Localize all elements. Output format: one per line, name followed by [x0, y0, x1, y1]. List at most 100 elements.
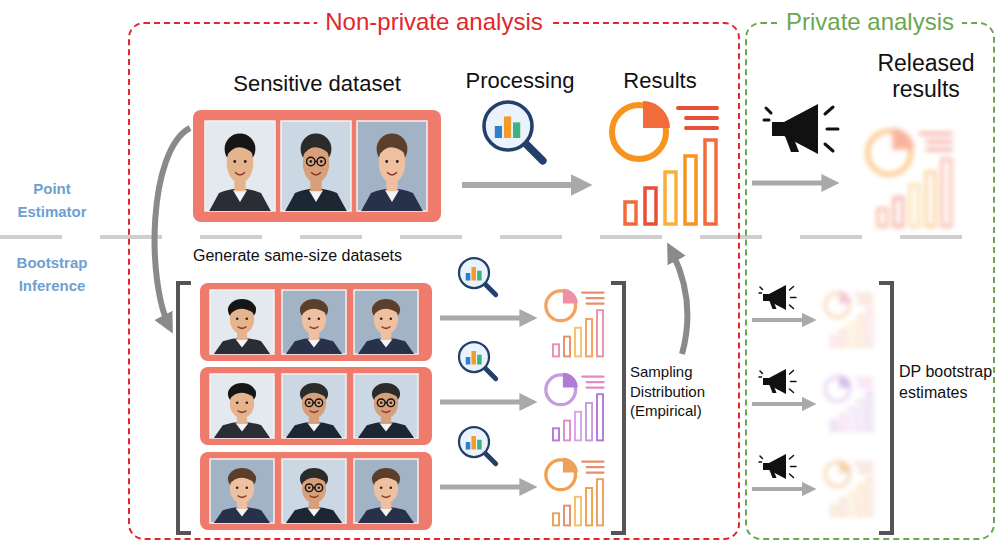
- megaphone-icon: [759, 369, 796, 394]
- chart-line: [855, 462, 873, 464]
- magnifier-bar: [471, 351, 476, 365]
- shirt: [358, 422, 414, 438]
- chart-bar: [564, 337, 570, 357]
- sound-line: [790, 287, 794, 291]
- eye: [236, 487, 239, 490]
- step-label: Generate same-size datasets: [193, 246, 455, 265]
- magnifier-bar: [495, 126, 502, 138]
- chart-bar: [858, 485, 863, 516]
- chart-bar: [849, 492, 854, 515]
- chart-line: [858, 471, 872, 473]
- mouth: [382, 326, 391, 328]
- magnifier-icon: [459, 258, 496, 295]
- region-title: Private analysis: [778, 7, 962, 37]
- glasses-bridge: [313, 487, 315, 488]
- face-photo: [354, 290, 418, 354]
- chart-line: [587, 472, 604, 474]
- chart-bar: [564, 506, 570, 526]
- chart-bar: [840, 330, 845, 346]
- sound-line: [825, 107, 833, 114]
- dp-bootstrap-icon: [825, 375, 872, 430]
- eye: [380, 402, 383, 405]
- magnifier-glass: [459, 427, 489, 457]
- fringe: [229, 470, 255, 485]
- magnifier-bar: [471, 267, 476, 281]
- face-photo: [210, 290, 274, 354]
- face-photo: [210, 459, 274, 523]
- chart-bar: [665, 172, 676, 224]
- sound-line: [790, 456, 794, 460]
- chart-line: [587, 466, 604, 468]
- pie-wedge: [643, 101, 670, 128]
- eye: [308, 318, 311, 321]
- fringe: [301, 385, 327, 400]
- fringe: [373, 470, 399, 485]
- sound-line: [791, 381, 797, 383]
- bootstrap-result-icon: [546, 458, 604, 526]
- magnifier-handle: [485, 284, 496, 295]
- eye: [385, 160, 388, 163]
- fringe: [301, 470, 327, 485]
- flow-arrow: [440, 485, 532, 490]
- shirt: [286, 338, 342, 354]
- mouth: [238, 326, 247, 328]
- photo-ground: [357, 121, 427, 211]
- mouth: [382, 410, 391, 412]
- chart-line: [686, 116, 717, 120]
- chart-bar: [685, 156, 696, 224]
- face-photo: [354, 374, 418, 438]
- column-heading: Results: [595, 68, 725, 94]
- photo-ground: [282, 290, 346, 354]
- sound-line: [759, 292, 762, 294]
- shirt: [214, 338, 270, 354]
- collar: [308, 339, 321, 347]
- magnifier-glass: [484, 102, 532, 150]
- flow-arrow: [440, 316, 532, 321]
- flow-arrow: [440, 400, 532, 405]
- glasses-bridge: [385, 402, 387, 403]
- fringe: [226, 136, 254, 157]
- dataset-box: [200, 283, 432, 361]
- chart-line: [587, 297, 604, 299]
- chart-bar: [645, 188, 656, 224]
- magnifier-icon: [459, 342, 496, 379]
- eye: [308, 487, 311, 490]
- chart-bar: [597, 394, 603, 440]
- dataset-box: Sensitive dataset: [193, 110, 441, 222]
- photo-ground: [210, 374, 274, 438]
- photo-ground: [354, 459, 418, 523]
- sound-line: [759, 376, 762, 378]
- chart-bar: [553, 513, 559, 525]
- mouth: [387, 172, 397, 175]
- magnifier-bar: [477, 355, 482, 365]
- flow-arrow: [752, 318, 812, 322]
- shirt: [286, 507, 342, 523]
- chart-line: [927, 148, 952, 151]
- eye: [380, 487, 383, 490]
- eye: [246, 402, 249, 405]
- chart-bar: [878, 209, 887, 227]
- sound-line: [790, 371, 794, 375]
- fringe: [302, 136, 330, 157]
- chart-line: [582, 376, 603, 378]
- eye: [380, 318, 383, 321]
- eye: [246, 487, 249, 490]
- chart-bar: [597, 310, 603, 356]
- photo-ground: [282, 374, 346, 438]
- eye: [246, 318, 249, 321]
- sound-line: [760, 287, 763, 290]
- collar: [236, 508, 249, 516]
- megaphone-body: [772, 104, 818, 154]
- dataset-box: [200, 452, 432, 530]
- magnifier-handle: [525, 143, 543, 161]
- magnifier-bar: [477, 271, 482, 281]
- eye: [318, 402, 321, 405]
- released-results-icon: [868, 128, 952, 226]
- shirt: [209, 189, 271, 212]
- flow-arrow: [752, 402, 812, 406]
- mouth: [238, 495, 247, 497]
- photo-ground: [210, 459, 274, 523]
- photo-ground: [354, 290, 418, 354]
- column-heading: Processing: [440, 68, 600, 94]
- megaphone-handle: [770, 385, 777, 393]
